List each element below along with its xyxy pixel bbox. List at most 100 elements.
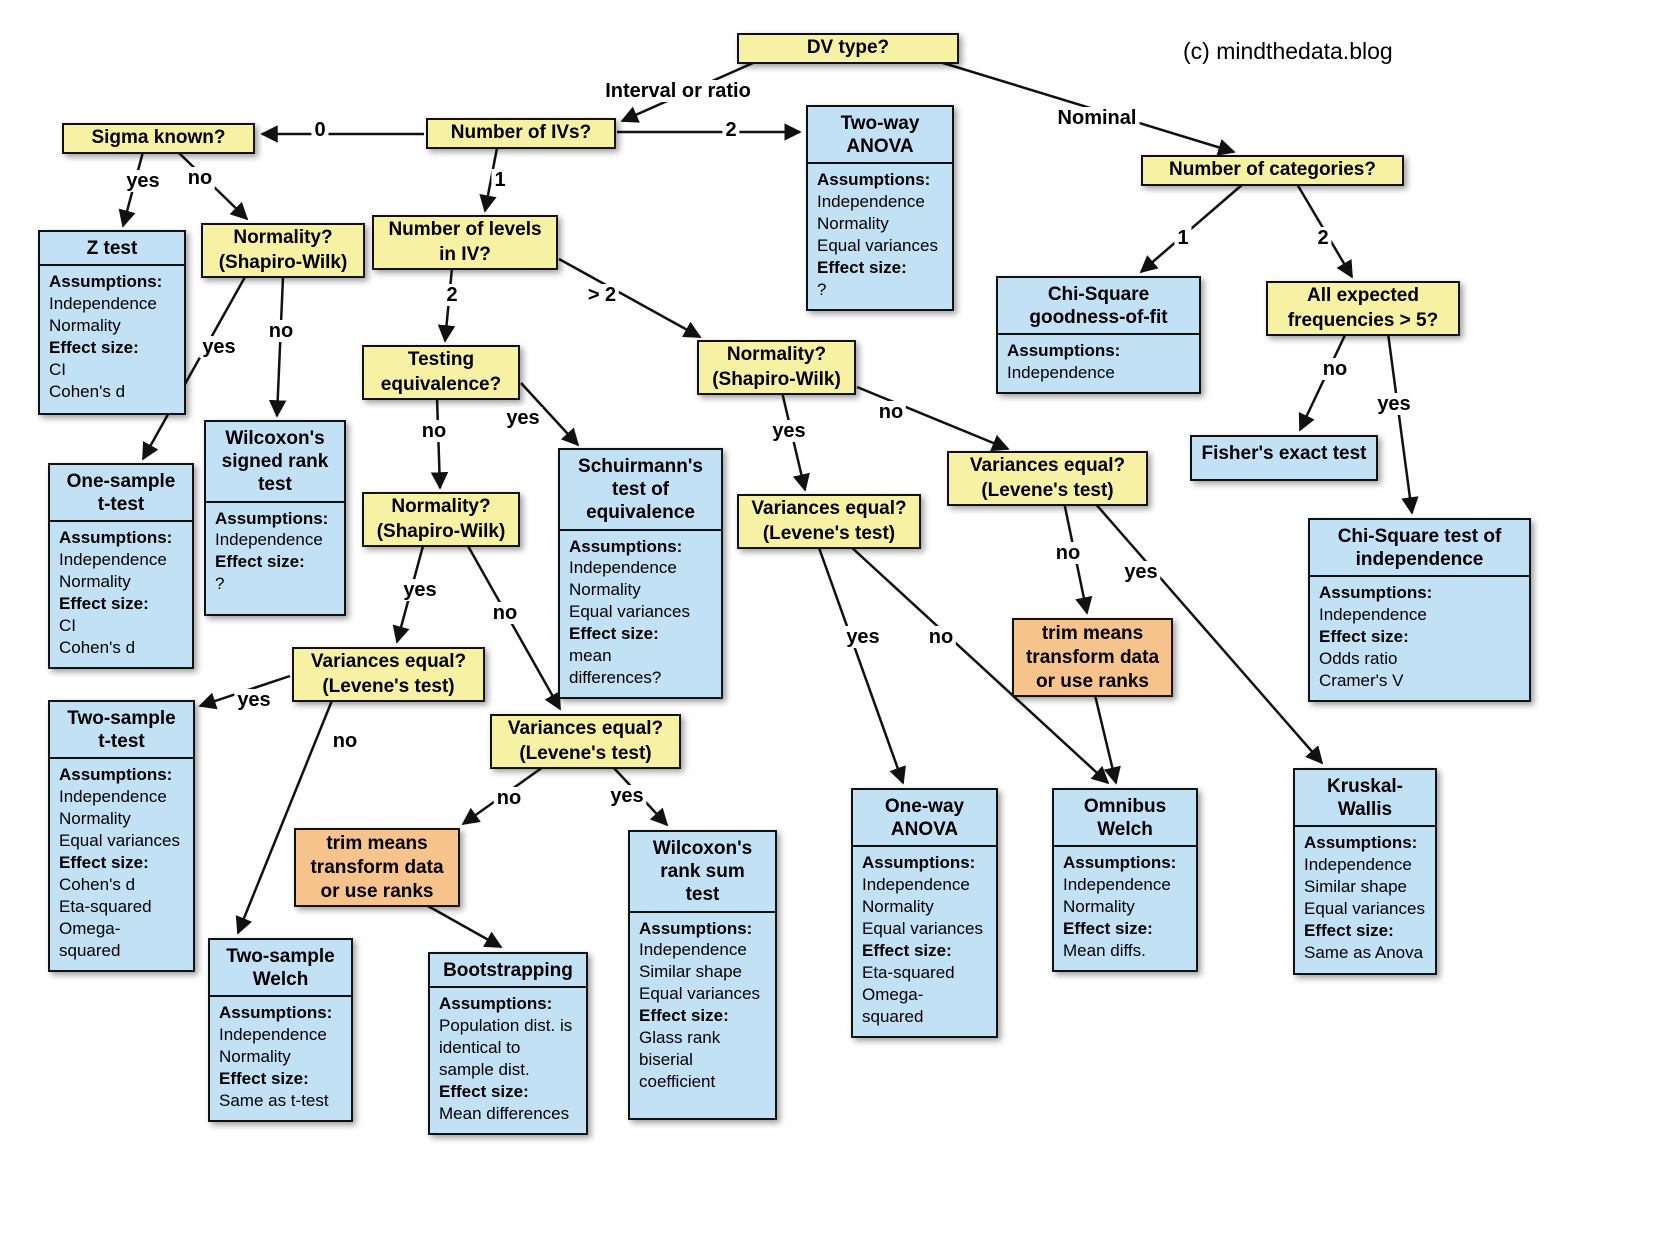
chi-square-goodness-of-fit-body-line: Independence — [1007, 363, 1115, 383]
two-way-anova-body-line: Effect size: — [817, 258, 907, 278]
edge-trim-means-left-to-bootstrapping — [427, 904, 503, 949]
edge-label-expected-no-to-fisher: no — [1319, 358, 1351, 380]
edge-label-equivalence-no-to-normality-lower: no — [418, 420, 450, 442]
number-of-ivs-node: Number of IVs? — [426, 118, 616, 149]
one-way-anova-title: One-way ANOVA — [884, 796, 965, 841]
kruskal-wallis-body-line: Independence — [1304, 855, 1412, 875]
omnibus-welch-body-line: Independence — [1063, 875, 1171, 895]
trim-means-left-node: trim means transform data or use ranks — [294, 828, 460, 908]
chi-square-test-of-independence-body-line: Effect size: — [1319, 627, 1409, 647]
schuirmanns-test-of-equivalence-body-line: Normality — [569, 580, 641, 600]
z-test-body-line: Effect size: — [49, 337, 139, 357]
omnibus-welch-title: Omnibus Welch — [1083, 796, 1167, 841]
number-of-categories-node: Number of categories? — [1141, 155, 1404, 186]
omnibus-welch-body-line: Effect size: — [1063, 919, 1153, 939]
one-way-anova-body-line: Assumptions: — [862, 853, 976, 873]
two-sample-t-test-body-line: Independence — [59, 787, 167, 807]
bootstrapping-title: Bootstrapping — [443, 960, 573, 981]
edge-ve-right-yes-to-kruskal-wallis — [1093, 501, 1324, 765]
one-sample-t-test-body-line: Independence — [59, 550, 167, 570]
kruskal-wallis-body-line: Equal variances — [1304, 899, 1425, 919]
two-sample-t-test-body-line: squared — [59, 940, 121, 960]
credit: (c) mindthedata.blog — [1183, 38, 1463, 70]
bootstrapping-body-line: Mean differences — [439, 1103, 570, 1123]
edge-categories-1-to-chi-gof — [1139, 183, 1244, 274]
chi-square-test-of-independence-body-line: Odds ratio — [1319, 649, 1398, 669]
edge-ve-center-yes-to-one-way-anova — [816, 544, 906, 785]
one-way-anova-body-line: squared — [862, 1006, 924, 1026]
two-sample-welch-title: Two-sample Welch — [226, 946, 335, 991]
edge-label-ve-right-yes-to-kruskal-wallis: yes — [1121, 561, 1161, 583]
all-expected-frequencies-title: All expected frequencies > 5? — [1287, 285, 1439, 331]
two-sample-t-test-body-line: Assumptions: — [59, 765, 173, 785]
schuirmanns-test-of-equivalence-title: Schuirmann's test of equivalence — [578, 456, 703, 524]
bootstrapping-body-line: Effect size: — [439, 1081, 529, 1101]
schuirmanns-test-of-equivalence-body-line: mean — [569, 646, 612, 666]
normality-shapiro-wilk-center-title: Normality? (Shapiro-Wilk) — [712, 344, 841, 390]
wilcoxons-rank-sum-test-title: Wilcoxon's rank sum test — [652, 838, 753, 906]
two-way-anova-title: Two-way ANOVA — [840, 113, 920, 158]
schuirmanns-test-of-equivalence-body-line: Assumptions: — [569, 536, 683, 556]
edge-equivalence-yes-to-schuirmann — [520, 382, 580, 447]
variances-equal-center-title: Variances equal? (Levene's test) — [751, 498, 907, 544]
wilcoxons-signed-rank-test-body-line: ? — [215, 574, 225, 594]
z-test-body-line: Independence — [49, 294, 157, 314]
sigma-known-node: Sigma known? — [62, 123, 255, 154]
wilcoxons-signed-rank-test-body-line: Independence — [215, 530, 323, 550]
schuirmanns-test-of-equivalence-body-line: Effect size: — [569, 624, 659, 644]
edge-label-ivs-0-to-sigma-known: 0 — [311, 119, 329, 141]
bootstrapping-body-line: identical to — [439, 1038, 521, 1058]
two-sample-t-test-body-line: Cohen's d — [59, 874, 136, 894]
edge-dv-to-number-of-categories — [929, 57, 1236, 156]
chi-square-test-of-independence-body-line: Independence — [1319, 605, 1427, 625]
two-sample-t-test-body-line: Eta-squared — [59, 896, 152, 916]
normality-shapiro-wilk-center-node: Normality? (Shapiro-Wilk) — [697, 340, 856, 396]
wilcoxons-rank-sum-test-body-line: Independence — [639, 940, 747, 960]
edge-expected-no-to-fisher — [1298, 332, 1348, 432]
bootstrapping-body-line: sample dist. — [439, 1059, 530, 1079]
normality-shapiro-wilk-left-title: Normality? (Shapiro-Wilk) — [218, 227, 348, 273]
edge-expected-yes-to-chi-independence — [1386, 332, 1419, 515]
schuirmanns-test-of-equivalence-body-line: differences? — [569, 668, 662, 688]
edge-normality-left-no-to-wilcoxon-signed — [268, 276, 287, 418]
two-sample-t-test-body-line: Omega- — [59, 918, 121, 938]
wilcoxons-signed-rank-test-body-line: Assumptions: — [215, 508, 329, 528]
edge-label-ve-mid-low-yes-to-wilcoxon-rank-sum: yes — [607, 785, 647, 807]
edge-label-categories-1-to-chi-gof: 1 — [1174, 227, 1192, 249]
variances-equal-left-mid-node: Variances equal? (Levene's test) — [292, 647, 485, 703]
edge-levels-gt2-to-normality-center — [558, 257, 702, 339]
variances-equal-mid-low-title: Variances equal? (Levene's test) — [507, 718, 664, 764]
fishers-exact-test-title: Fisher's exact test — [1201, 443, 1367, 464]
edge-label-dv-to-number-of-categories: Nominal — [1054, 107, 1140, 129]
edge-label-ve-left-mid-no-to-two-sample-welch: no — [329, 730, 361, 752]
chi-square-test-of-independence-body-line: Assumptions: — [1319, 583, 1433, 603]
variances-equal-right-title: Variances equal? (Levene's test) — [969, 455, 1126, 501]
two-sample-t-test-body-line: Normality — [59, 809, 131, 829]
edge-normality-lower-no-to-ve-mid-low — [466, 545, 562, 711]
wilcoxons-rank-sum-test-body-line: Assumptions: — [639, 918, 753, 938]
edge-ve-center-no-to-omnibus-welch — [848, 544, 1110, 785]
edge-label-ve-center-yes-to-one-way-anova: yes — [843, 626, 883, 648]
two-way-anova-body-line: ? — [817, 279, 827, 299]
testing-equivalence-title: Testing equivalence? — [380, 349, 502, 395]
edge-label-sigma-no-to-normality: no — [184, 167, 216, 189]
kruskal-wallis-body-line: Effect size: — [1304, 921, 1394, 941]
omnibus-welch-body-line: Normality — [1063, 897, 1135, 917]
variances-equal-left-mid-title: Variances equal? (Levene's test) — [310, 651, 467, 697]
kruskal-wallis-body-line: Assumptions: — [1304, 833, 1418, 853]
